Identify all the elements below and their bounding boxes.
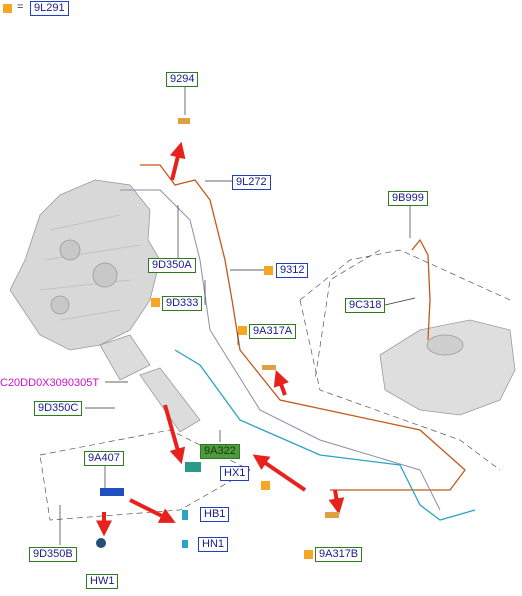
part-HW1 [96,538,106,548]
part-9294 [178,118,190,124]
small-parts [96,118,339,548]
fuel-line-rear [411,238,431,341]
label-HX1: HX1 [220,466,250,481]
part-HX1 [185,462,201,472]
label-9A317B: 9A317B [315,547,363,562]
chassis-outline [39,249,511,521]
label-9A317A: 9A317A [249,324,297,339]
label-9D350A: 9D350A [148,258,196,273]
marker-9D333 [151,298,160,307]
part-9A317B [325,512,339,518]
vapor-line [174,349,476,521]
part-HB1 [182,510,188,520]
label-9D350C: 9D350C [34,401,83,416]
label-9L272: 9L272 [232,175,271,190]
exhaust-illustration [99,334,201,433]
arrow-9294 [169,141,186,181]
marker-9A317A [238,326,247,335]
arrow-9A317B [328,489,345,515]
engine-illustration [9,179,161,351]
label-9312: 9312 [276,263,309,278]
brake-line [120,189,441,511]
arrow-9A322 [252,454,307,492]
marker-9A317B [304,550,313,559]
part-9A317A [262,365,276,370]
label-9D333: 9D333 [162,296,203,311]
label-9A407: 9A407 [84,451,124,466]
label-9294: 9294 [166,72,199,87]
label-C20DD0X3090305T: C20DD0X3090305T [0,377,100,389]
label-9C318: 9C318 [345,298,386,313]
arrow-HX1 [163,404,186,465]
fuel-line [140,164,466,491]
part-9A407 [100,488,124,496]
red-arrows [96,141,345,537]
label-9A322: 9A322 [200,444,240,459]
leader-lines [59,86,416,545]
fuel-tank-illustration [379,319,516,416]
legend-marker [3,4,12,13]
label-HN1: HN1 [198,537,229,552]
legend-equals: = [17,1,24,13]
label-HB1: HB1 [200,507,230,522]
arrow-9A317A [273,369,289,396]
label-9B999: 9B999 [388,191,428,206]
marker-9A322 [261,481,270,490]
label-9D350B: 9D350B [29,547,77,562]
marker-9312 [264,266,273,275]
part-HN1 [182,540,188,548]
legend-code-label: 9L291 [30,1,69,16]
arrow-HB1 [129,498,176,523]
label-HW1: HW1 [86,574,119,589]
